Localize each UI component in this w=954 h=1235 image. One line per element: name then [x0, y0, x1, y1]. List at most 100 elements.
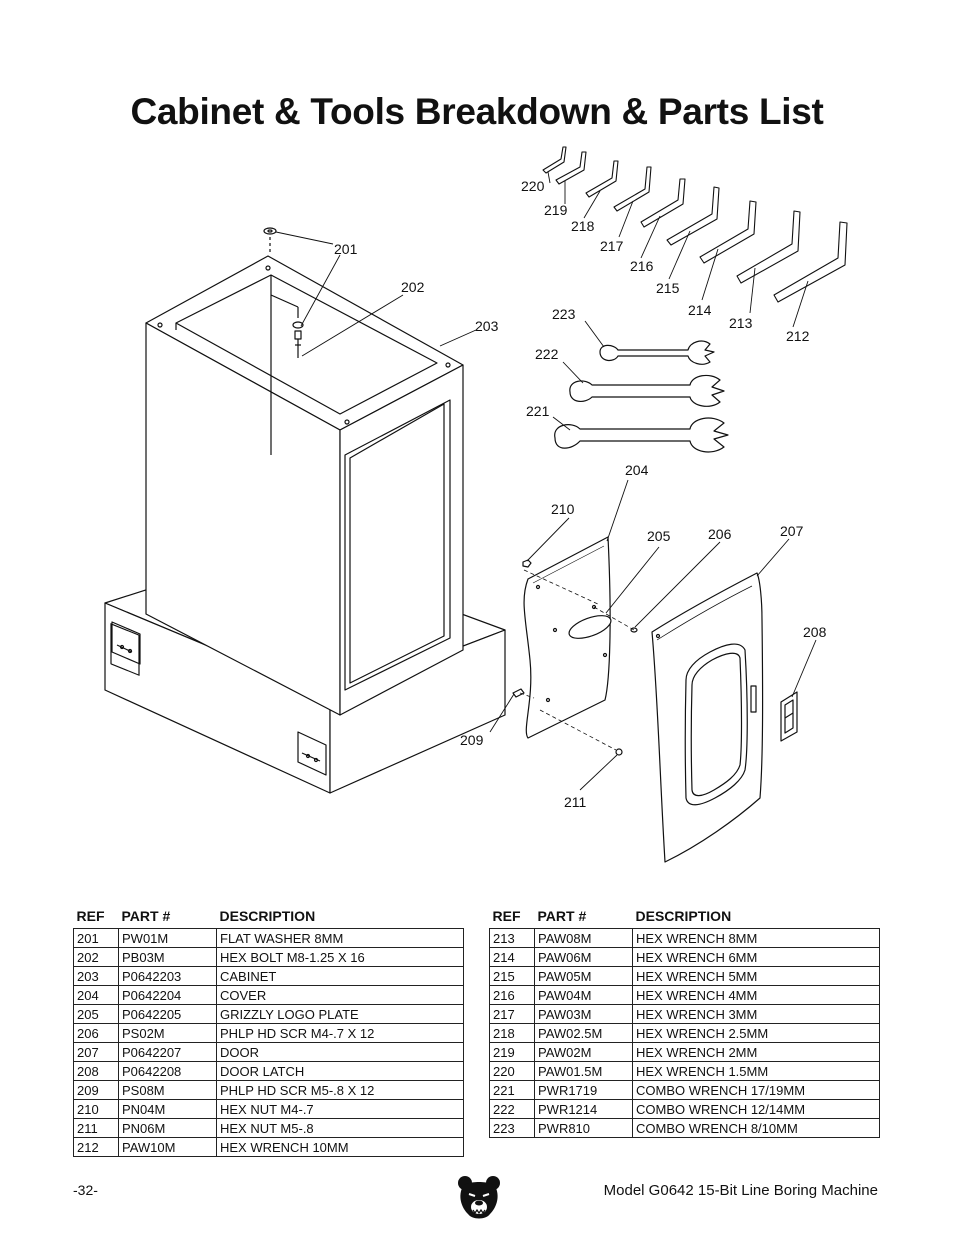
cover-plate: [523, 536, 612, 739]
description-cell: COMBO WRENCH 8/10MM: [632, 1118, 880, 1138]
callout-213: 213: [729, 315, 753, 331]
callout-215: 215: [656, 280, 680, 296]
footer-model-name: Model G0642 15-Bit Line Boring Machine: [603, 1182, 878, 1199]
ref-cell: 222: [489, 1099, 535, 1119]
part-number-cell: P0642208: [118, 1061, 217, 1081]
description-cell: PHLP HD SCR M5-.8 X 12: [216, 1080, 464, 1100]
part-number-cell: PAW03M: [534, 1004, 633, 1024]
part-number-cell: PWR810: [534, 1118, 633, 1138]
callout-214: 214: [688, 302, 712, 318]
description-cell: COMBO WRENCH 17/19MM: [632, 1080, 880, 1100]
callout-203: 203: [475, 318, 499, 334]
part-number-cell: P0642204: [118, 985, 217, 1005]
callout-numbers: 201 202 203 204 205 206 207 208 209 210 …: [334, 178, 827, 810]
ref-header: REF: [76, 908, 105, 924]
callout-216: 216: [630, 258, 654, 274]
callout-206: 206: [708, 526, 732, 542]
ref-cell: 203: [73, 966, 119, 986]
part-number-cell: PAW01.5M: [534, 1061, 633, 1081]
ref-header: REF: [492, 908, 521, 924]
description-cell: GRIZZLY LOGO PLATE: [216, 1004, 464, 1024]
part-number-cell: PAW05M: [534, 966, 633, 986]
callout-222: 222: [535, 346, 559, 362]
description-cell: HEX WRENCH 2.5MM: [632, 1023, 880, 1043]
ref-cell: 219: [489, 1042, 535, 1062]
ref-cell: 218: [489, 1023, 535, 1043]
part-number-cell: P0642203: [118, 966, 217, 986]
description-cell: HEX WRENCH 2MM: [632, 1042, 880, 1062]
flat-washer-and-bolt: [263, 227, 304, 358]
cabinet-door: [651, 572, 764, 863]
exploded-parts-diagram: 201 202 203 204 205 206 207 208 209 210 …: [104, 146, 848, 863]
callout-217: 217: [600, 238, 624, 254]
ref-cell: 220: [489, 1061, 535, 1081]
part-number-cell: P0642205: [118, 1004, 217, 1024]
callout-209: 209: [460, 732, 484, 748]
ref-cell: 209: [73, 1080, 119, 1100]
description-cell: COVER: [216, 985, 464, 1005]
callout-208: 208: [803, 624, 827, 640]
hex-wrench-set: [542, 146, 848, 303]
callout-221: 221: [526, 403, 550, 419]
part-number-cell: PW01M: [118, 928, 217, 948]
part-number-cell: PWR1719: [534, 1080, 633, 1100]
ref-cell: 212: [73, 1137, 119, 1157]
callout-205: 205: [647, 528, 671, 544]
part-number-cell: PB03M: [118, 947, 217, 967]
part-number-cell: PAW04M: [534, 985, 633, 1005]
description-cell: COMBO WRENCH 12/14MM: [632, 1099, 880, 1119]
description-cell: HEX WRENCH 5MM: [632, 966, 880, 986]
description-cell: HEX NUT M4-.7: [216, 1099, 464, 1119]
part-number-cell: PS02M: [118, 1023, 217, 1043]
callout-218: 218: [571, 218, 595, 234]
callout-207: 207: [780, 523, 804, 539]
ref-cell: 206: [73, 1023, 119, 1043]
ref-cell: 210: [73, 1099, 119, 1119]
callout-219: 219: [544, 202, 568, 218]
ref-cell: 215: [489, 966, 535, 986]
ref-cell: 202: [73, 947, 119, 967]
callout-220: 220: [521, 178, 545, 194]
part-number-cell: PAW02M: [534, 1042, 633, 1062]
description-cell: HEX BOLT M8-1.25 X 16: [216, 947, 464, 967]
part-number-cell: PWR1214: [534, 1099, 633, 1119]
description-cell: HEX WRENCH 1.5MM: [632, 1061, 880, 1081]
ref-cell: 207: [73, 1042, 119, 1062]
description-cell: DOOR: [216, 1042, 464, 1062]
part-header: PART #: [537, 908, 587, 924]
callout-204: 204: [625, 462, 649, 478]
callout-201: 201: [334, 241, 358, 257]
description-header: DESCRIPTION: [219, 908, 316, 924]
callout-210: 210: [551, 501, 575, 517]
ref-cell: 216: [489, 985, 535, 1005]
cabinet-body: [145, 255, 464, 716]
ref-cell: 205: [73, 1004, 119, 1024]
part-number-cell: PN04M: [118, 1099, 217, 1119]
grizzly-bear-icon: [458, 1176, 500, 1219]
callout-leaders: [275, 171, 817, 791]
part-number-cell: PS08M: [118, 1080, 217, 1100]
part-number-cell: PAW06M: [534, 947, 633, 967]
description-header: DESCRIPTION: [635, 908, 732, 924]
ref-cell: 214: [489, 947, 535, 967]
description-cell: PHLP HD SCR M4-.7 X 12: [216, 1023, 464, 1043]
ref-cell: 204: [73, 985, 119, 1005]
